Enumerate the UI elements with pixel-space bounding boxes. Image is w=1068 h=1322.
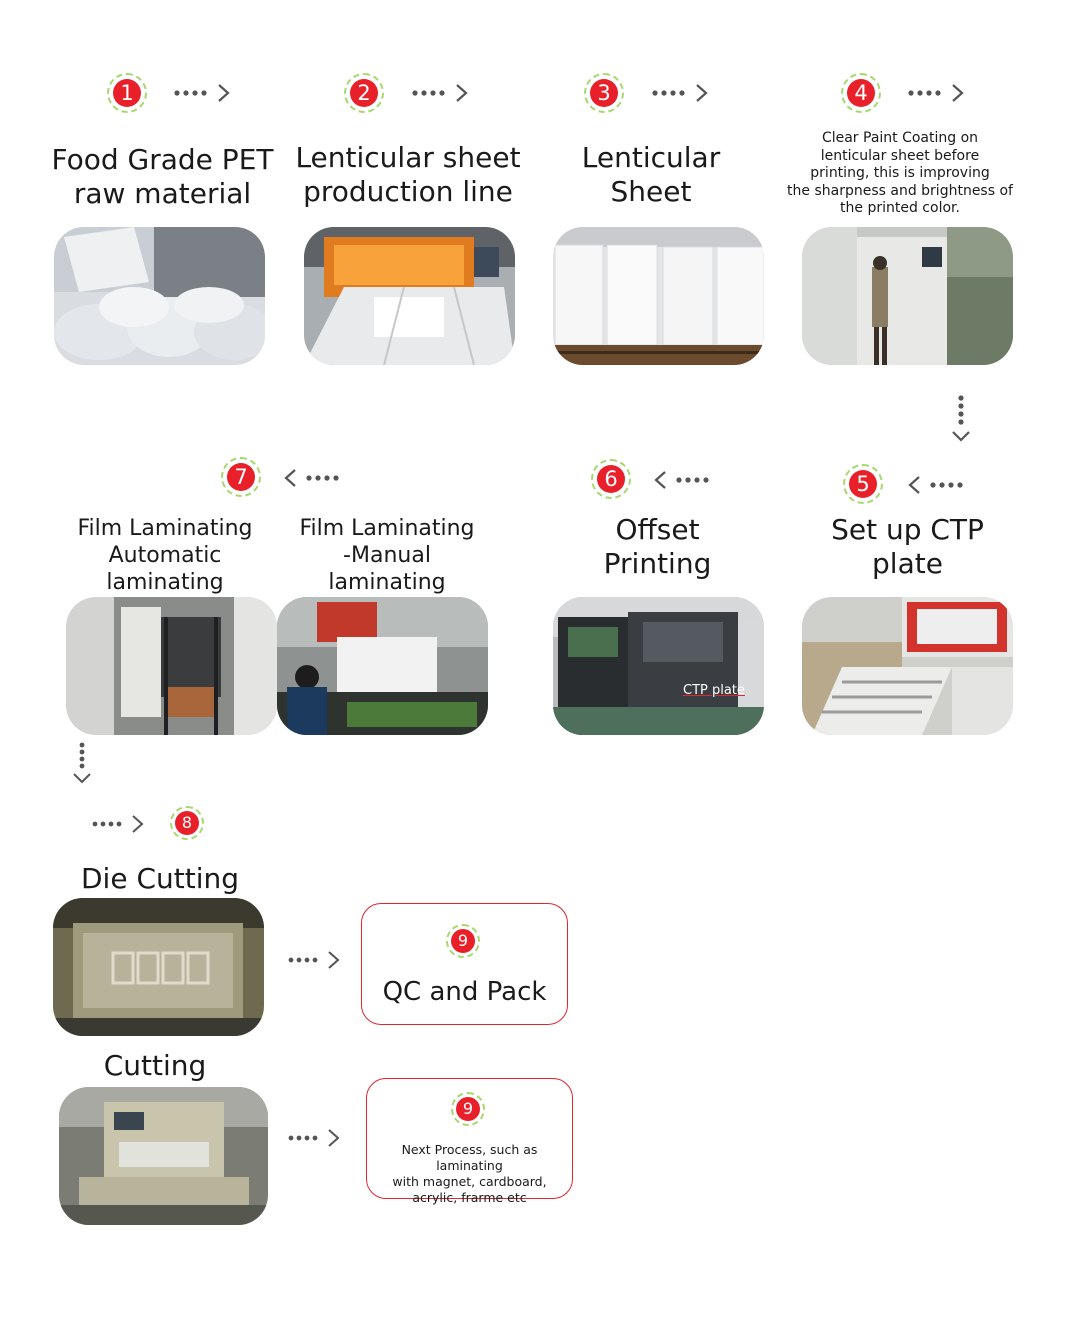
step-5-title: Set up CTP plate	[831, 513, 984, 580]
arrow-left-icon	[652, 469, 714, 491]
arrow-right-icon	[411, 82, 473, 104]
qc-pack-box: 9 QC and Pack	[361, 903, 568, 1025]
manual-laminating-photo	[277, 597, 488, 735]
step-1-badge: 1	[107, 73, 147, 113]
step-6-badge: 6	[591, 459, 631, 499]
offset-printing-photo	[553, 597, 764, 735]
step-5-badge: 5	[843, 464, 883, 504]
clear-coating-photo	[802, 227, 1013, 365]
arrow-down-icon	[71, 742, 93, 786]
auto-laminating-photo	[66, 597, 277, 735]
die-cutting-photo	[53, 898, 264, 1036]
step-6-title: Offset Printing	[603, 513, 712, 580]
arrow-right-icon	[91, 813, 147, 835]
step-1-title: Food Grade PET raw material	[51, 143, 274, 210]
arrow-right-icon	[651, 82, 713, 104]
next-process-box: 9 Next Process, such as laminating with …	[366, 1078, 573, 1205]
pet-raw-material-photo	[54, 227, 265, 365]
lenticular-sheet-photo	[553, 227, 764, 365]
next-process-title: Next Process, such as laminating with ma…	[392, 1142, 547, 1205]
qc-pack-title: QC and Pack	[382, 977, 547, 1007]
ctp-plate-photo	[802, 597, 1013, 735]
arrow-right-icon	[287, 949, 343, 971]
step-2-title: Lenticular sheet production line	[295, 141, 521, 208]
arrow-down-icon	[950, 394, 972, 444]
cutting-photo	[59, 1087, 268, 1225]
step-3-badge: 3	[584, 73, 624, 113]
step-7-badge: 7	[221, 457, 261, 497]
arrow-right-icon	[907, 82, 969, 104]
arrow-left-icon	[906, 474, 968, 496]
arrow-left-icon	[282, 467, 344, 489]
step-9-badge: 9	[446, 924, 480, 958]
arrow-right-icon	[173, 82, 235, 104]
step-2-badge: 2	[344, 73, 384, 113]
step-9b-badge: 9	[451, 1092, 485, 1126]
production-line-photo	[304, 227, 515, 365]
step-8-badge: 8	[170, 806, 204, 840]
ctp-plate-label: CTP plate	[683, 683, 745, 698]
step-4-badge: 4	[841, 73, 881, 113]
step-4-title: Clear Paint Coating on lenticular sheet …	[787, 130, 1013, 216]
arrow-right-icon	[287, 1127, 343, 1149]
cutting-title: Cutting	[103, 1049, 207, 1082]
step-3-title: Lenticular Sheet	[581, 141, 721, 208]
step-8-title: Die Cutting	[80, 862, 240, 895]
